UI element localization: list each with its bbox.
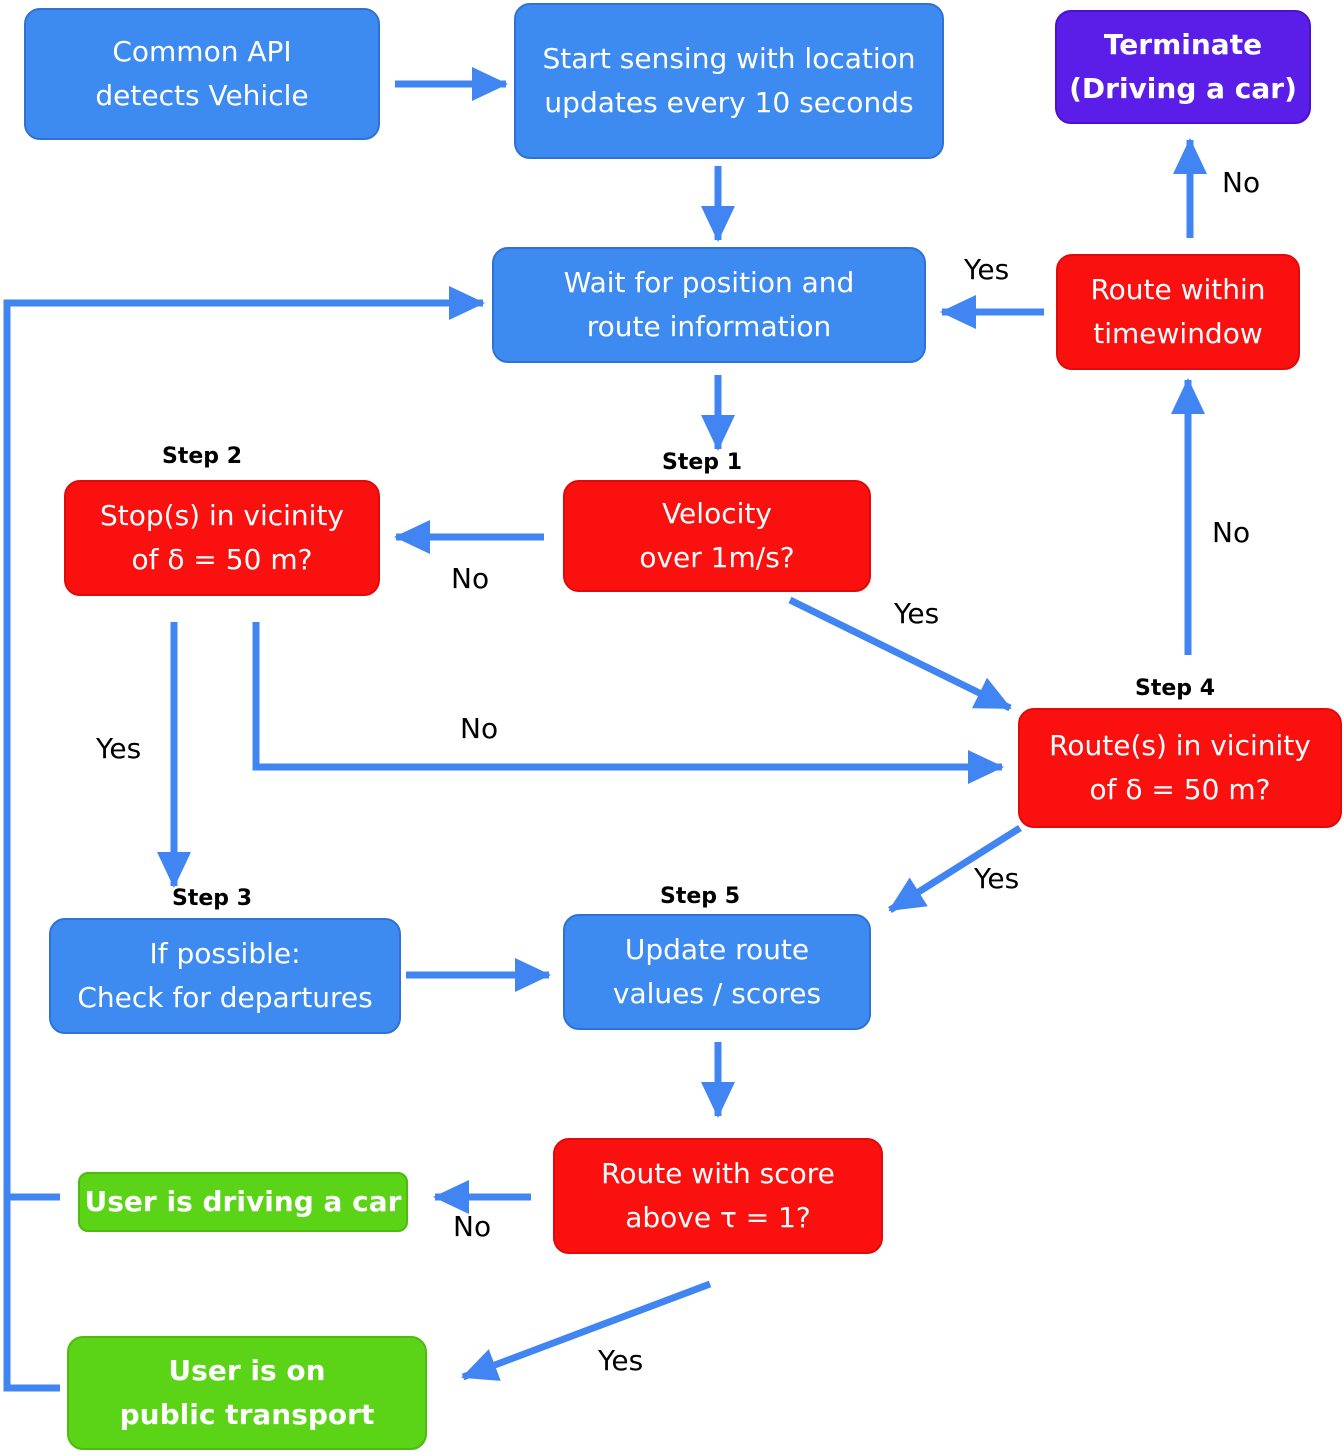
- node-terminate: Terminate (Driving a car): [1055, 10, 1311, 124]
- edge-label-timewindow-yes: Yes: [964, 253, 1010, 286]
- arrow-routes-to-update: [888, 825, 1022, 913]
- edge-label-score-no: No: [453, 1210, 492, 1243]
- node-route-timewindow-line-2: timewindow: [1093, 317, 1263, 350]
- arrow-velocity-to-routes: [788, 596, 1012, 712]
- node-wait: Wait for position and route information: [492, 247, 926, 363]
- node-wait-line-1: Wait for position and: [563, 266, 855, 299]
- node-routes-vicinity-line-2: of δ = 50 m?: [1089, 773, 1271, 806]
- node-public-transport-line-1: User is on: [168, 1354, 326, 1387]
- node-stops-vicinity: Stop(s) in vicinity of δ = 50 m?: [64, 480, 380, 596]
- node-departures-line-2: Check for departures: [77, 981, 373, 1014]
- step-label-3: Step 3: [172, 886, 252, 911]
- edge-label-timewindow-no: No: [1222, 166, 1261, 199]
- node-stops-vicinity-line-2: of δ = 50 m?: [131, 543, 313, 576]
- node-update-route: Update route values / scores: [563, 914, 871, 1030]
- node-velocity: Velocity over 1m/s?: [563, 480, 871, 592]
- node-update-route-line-2: values / scores: [612, 977, 822, 1010]
- node-common-api: Common API detects Vehicle: [24, 8, 380, 140]
- node-common-api-line-1: Common API: [112, 35, 292, 68]
- edge-label-routes-yes: Yes: [974, 862, 1020, 895]
- node-start-sensing: Start sensing with location updates ever…: [514, 3, 944, 159]
- node-terminate-line-2: (Driving a car): [1069, 72, 1297, 105]
- node-score-check: Route with score above τ = 1?: [553, 1138, 883, 1254]
- edge-label-routes-no: No: [1212, 516, 1251, 549]
- node-score-check-line-1: Route with score: [601, 1157, 835, 1190]
- arrow-stops-to-routes: [252, 622, 1004, 784]
- arrow-feedback-to-wait: [3, 286, 485, 1392]
- node-public-transport-line-2: public transport: [119, 1398, 375, 1431]
- edge-label-velocity-yes: Yes: [894, 597, 940, 630]
- edge-label-score-yes: Yes: [598, 1344, 644, 1377]
- step-label-1: Step 1: [662, 450, 742, 475]
- node-route-timewindow-line-1: Route within: [1090, 273, 1266, 306]
- node-wait-line-2: route information: [586, 310, 832, 343]
- node-score-check-line-2: above τ = 1?: [625, 1201, 811, 1234]
- node-common-api-line-2: detects Vehicle: [95, 79, 309, 112]
- node-routes-vicinity: Route(s) in vicinity of δ = 50 m?: [1018, 708, 1342, 828]
- step-label-4: Step 4: [1135, 676, 1215, 701]
- node-routes-vicinity-line-1: Route(s) in vicinity: [1049, 729, 1311, 762]
- node-start-sensing-line-2: updates every 10 seconds: [544, 86, 914, 119]
- edge-label-stops-yes: Yes: [96, 732, 142, 765]
- node-departures-line-1: If possible:: [149, 937, 301, 970]
- node-update-route-line-1: Update route: [624, 933, 810, 966]
- node-velocity-line-2: over 1m/s?: [639, 541, 795, 574]
- arrow-score-to-public: [461, 1280, 712, 1381]
- node-stops-vicinity-line-1: Stop(s) in vicinity: [99, 499, 344, 532]
- node-driving-car-line-1: User is driving a car: [84, 1185, 402, 1218]
- node-driving-car: User is driving a car: [78, 1172, 408, 1232]
- edge-label-stops-no: No: [460, 712, 499, 745]
- node-velocity-line-1: Velocity: [662, 497, 772, 530]
- node-route-timewindow: Route within timewindow: [1056, 254, 1300, 370]
- step-label-2: Step 2: [162, 444, 242, 469]
- node-start-sensing-line-1: Start sensing with location: [542, 42, 916, 75]
- node-terminate-line-1: Terminate: [1103, 28, 1263, 61]
- node-departures: If possible: Check for departures: [49, 918, 401, 1034]
- node-public-transport: User is on public transport: [67, 1336, 427, 1450]
- step-label-5: Step 5: [660, 884, 740, 909]
- edge-label-velocity-no: No: [451, 562, 490, 595]
